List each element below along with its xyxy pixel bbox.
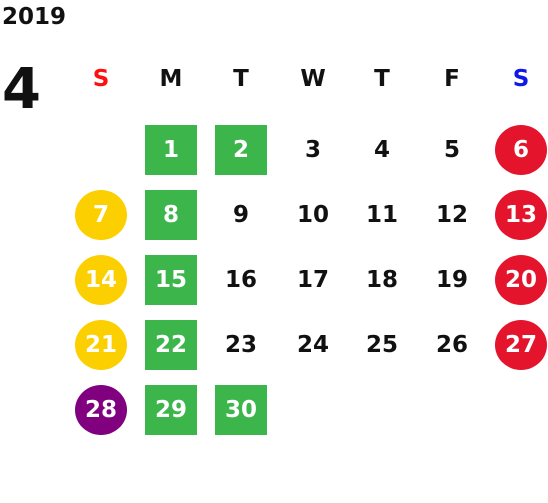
day-26[interactable]: 26 [435, 332, 468, 358]
day-30[interactable]: 30 [215, 385, 267, 435]
day-16[interactable]: 16 [224, 267, 257, 293]
day-29[interactable]: 29 [145, 385, 197, 435]
day-12[interactable]: 12 [435, 202, 468, 228]
day-15[interactable]: 15 [145, 255, 197, 305]
day-11[interactable]: 11 [365, 202, 398, 228]
day-3[interactable]: 3 [304, 137, 321, 163]
day-1[interactable]: 1 [145, 125, 197, 175]
day-19[interactable]: 19 [435, 267, 468, 293]
day-4[interactable]: 4 [373, 137, 390, 163]
day-17[interactable]: 17 [296, 267, 329, 293]
day-22[interactable]: 22 [145, 320, 197, 370]
day-9[interactable]: 9 [232, 202, 249, 228]
day-13[interactable]: 13 [495, 190, 547, 240]
day-28[interactable]: 28 [75, 385, 127, 435]
day-6[interactable]: 6 [495, 125, 547, 175]
day-8[interactable]: 8 [145, 190, 197, 240]
weekday-header-fri: F [444, 66, 460, 92]
weekday-header-mon: M [159, 66, 183, 92]
day-5[interactable]: 5 [443, 137, 460, 163]
weekday-header-tue: T [233, 66, 249, 92]
month-number: 4 [2, 57, 41, 122]
day-2[interactable]: 2 [215, 125, 267, 175]
day-21[interactable]: 21 [75, 320, 127, 370]
day-24[interactable]: 24 [296, 332, 329, 358]
weekday-header-thu: T [374, 66, 390, 92]
weekday-header-sat: S [512, 66, 530, 92]
weekday-header-wed: W [300, 66, 326, 92]
day-25[interactable]: 25 [365, 332, 398, 358]
day-14[interactable]: 14 [75, 255, 127, 305]
day-7[interactable]: 7 [75, 190, 127, 240]
year-label: 2019 [2, 4, 67, 30]
day-18[interactable]: 18 [365, 267, 398, 293]
weekday-header-sun: S [92, 66, 110, 92]
day-27[interactable]: 27 [495, 320, 547, 370]
day-20[interactable]: 20 [495, 255, 547, 305]
day-23[interactable]: 23 [224, 332, 257, 358]
day-10[interactable]: 10 [296, 202, 329, 228]
